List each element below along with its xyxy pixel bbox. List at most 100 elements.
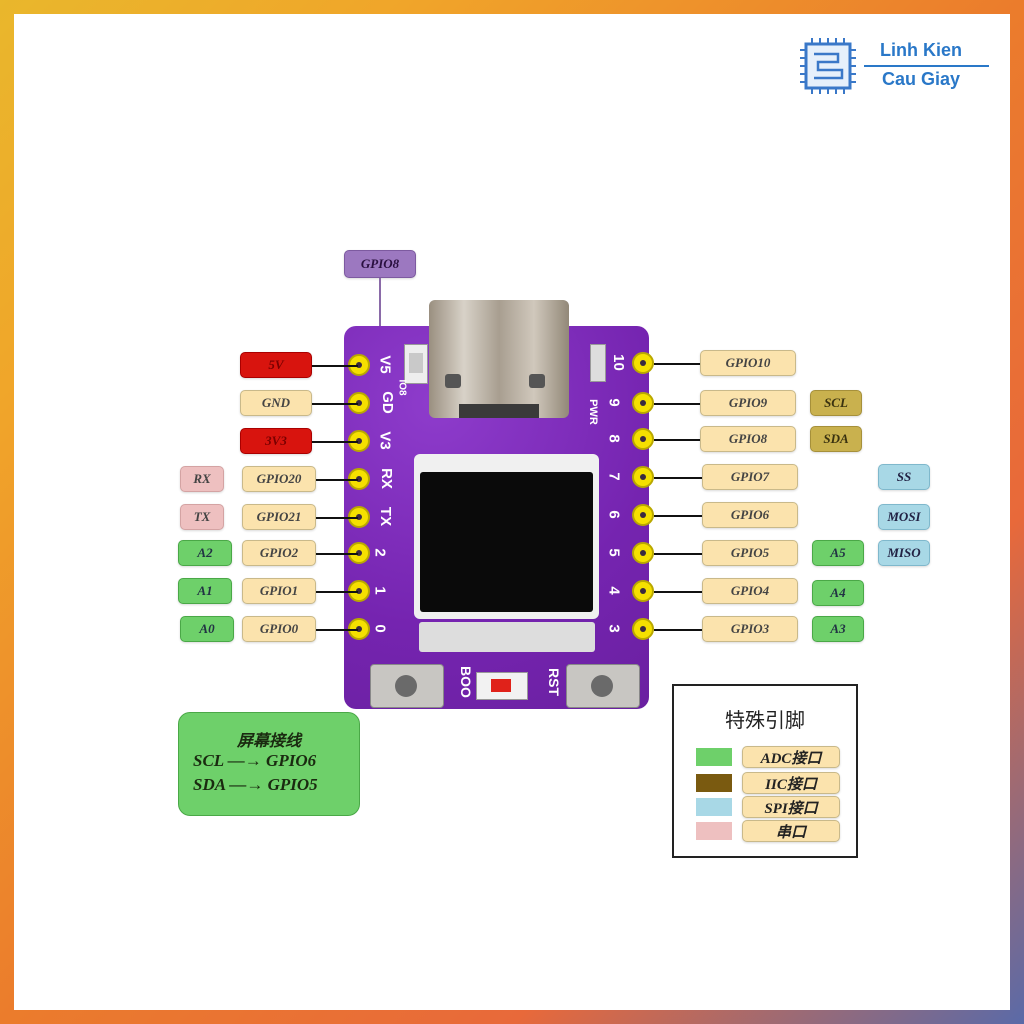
- ss-label: SS: [878, 464, 930, 490]
- screen-wiring-sda: SDA —→ GPIO5: [193, 775, 318, 794]
- gpio3-label: GPIO3: [702, 616, 798, 642]
- left-silk-2: V3: [376, 431, 394, 450]
- gpio10-label: GPIO10: [700, 350, 796, 376]
- a5-label: A5: [812, 540, 864, 566]
- connector-gpio4: [654, 591, 702, 593]
- right-silk-5: 5: [605, 548, 623, 557]
- screen-wiring-scl: SCL —→ GPIO6: [193, 751, 317, 770]
- right-pin-0: [632, 352, 654, 374]
- legend-swatch-0: [696, 748, 732, 766]
- connector-gpio1: [316, 591, 358, 593]
- led-component: [404, 344, 428, 384]
- legend-label-0: ADC接口: [742, 746, 840, 768]
- connector-gpio21: [316, 517, 358, 519]
- right-pin-5: [632, 542, 654, 564]
- connector-gpio20: [316, 479, 358, 481]
- gpio6-label: GPIO6: [702, 502, 798, 528]
- legend-label-2: SPI接口: [742, 796, 840, 818]
- a2-label: A2: [178, 540, 232, 566]
- a3-label: A3: [812, 616, 864, 642]
- rx-label: RX: [180, 466, 224, 492]
- gpio7-label: GPIO7: [702, 464, 798, 490]
- power-5v-label: 5V: [240, 352, 312, 378]
- connector-gnd: [312, 403, 358, 405]
- brand-divider: [864, 65, 989, 67]
- connector-gpio8: [654, 439, 700, 441]
- right-pin-1: [632, 392, 654, 414]
- ribbon-pads: [419, 622, 595, 652]
- right-silk-6: 4: [605, 586, 623, 595]
- legend-swatch-1: [696, 774, 732, 792]
- rst-silk: RST: [546, 668, 562, 696]
- chip-logo-icon: [800, 38, 856, 94]
- right-silk-2: 8: [605, 434, 623, 443]
- led-connector-line: [379, 278, 381, 348]
- left-silk-3: RX: [377, 468, 395, 489]
- connector-5v: [312, 365, 358, 367]
- screen-wiring-title: 屏幕接线: [236, 733, 301, 750]
- left-silk-1: GD: [378, 391, 396, 414]
- right-silk-1: 9: [605, 398, 623, 407]
- miso-label: MISO: [878, 540, 930, 566]
- legend-label-1: IIC接口: [742, 772, 840, 794]
- right-silk-4: 6: [605, 510, 623, 519]
- connector-gpio2: [316, 553, 358, 555]
- led-gpio-label: GPIO8: [344, 250, 416, 278]
- left-silk-0: V5: [376, 355, 394, 374]
- diagram-canvas: Linh Kien Cau Giay GPIO8 IO8 PWR BOO RST…: [14, 14, 1010, 1010]
- connector-gpio6: [654, 515, 702, 517]
- reset-button: [566, 664, 640, 708]
- gpio9-label: GPIO9: [700, 390, 796, 416]
- boo-silk: BOO: [457, 666, 474, 698]
- gpio4-label: GPIO4: [702, 578, 798, 604]
- right-pin-3: [632, 466, 654, 488]
- connector-gpio10: [654, 363, 700, 365]
- a4-label: A4: [812, 580, 864, 606]
- left-silk-6: 1: [371, 586, 389, 595]
- left-silk-4: TX: [377, 506, 395, 527]
- scl-label: SCL: [810, 390, 862, 416]
- legend-title: 特殊引脚: [725, 710, 805, 732]
- legend-label-3: 串口: [742, 820, 840, 842]
- connector-gpio0: [316, 629, 358, 631]
- gpio21-label: GPIO21: [242, 504, 316, 530]
- pwr-silk: PWR: [586, 399, 599, 425]
- right-pin-2: [632, 428, 654, 450]
- gpio2-label: GPIO2: [242, 540, 316, 566]
- gpio20-label: GPIO20: [242, 466, 316, 492]
- usb-c-connector: [429, 300, 569, 418]
- right-pin-6: [632, 580, 654, 602]
- right-pin-7: [632, 618, 654, 640]
- brand-line1: Linh Kien: [880, 40, 962, 60]
- gpio0-label: GPIO0: [242, 616, 316, 642]
- gpio8-label: GPIO8: [700, 426, 796, 452]
- tx-label: TX: [180, 504, 224, 530]
- legend-swatch-3: [696, 822, 732, 840]
- right-silk-7: 3: [605, 624, 623, 633]
- switch: [476, 672, 528, 700]
- a1-label: A1: [178, 578, 232, 604]
- screen-wiring-box: 屏幕接线 SCL —→ GPIO6 SDA —→ GPIO5: [178, 712, 360, 816]
- right-silk-0: 10: [609, 354, 627, 371]
- pwr-led: [590, 344, 606, 382]
- boot-button: [370, 664, 444, 708]
- gnd-label: GND: [240, 390, 312, 416]
- right-pin-4: [632, 504, 654, 526]
- brand-line2: Cau Giay: [882, 69, 961, 89]
- connector-gpio5: [654, 553, 702, 555]
- connector-gpio7: [654, 477, 702, 479]
- legend-swatch-2: [696, 798, 732, 816]
- mosi-label: MOSI: [878, 504, 930, 530]
- a0-label: A0: [180, 616, 234, 642]
- power-3v3-label: 3V3: [240, 428, 312, 454]
- io8-silk: IO8: [396, 379, 408, 396]
- left-silk-5: 2: [371, 548, 389, 557]
- left-silk-7: 0: [371, 624, 389, 633]
- sda-label: SDA: [810, 426, 862, 452]
- connector-gpio3: [654, 629, 702, 631]
- connector-gpio9: [654, 403, 700, 405]
- gpio5-label: GPIO5: [702, 540, 798, 566]
- brand-logo: [798, 36, 858, 96]
- right-silk-3: 7: [605, 472, 623, 481]
